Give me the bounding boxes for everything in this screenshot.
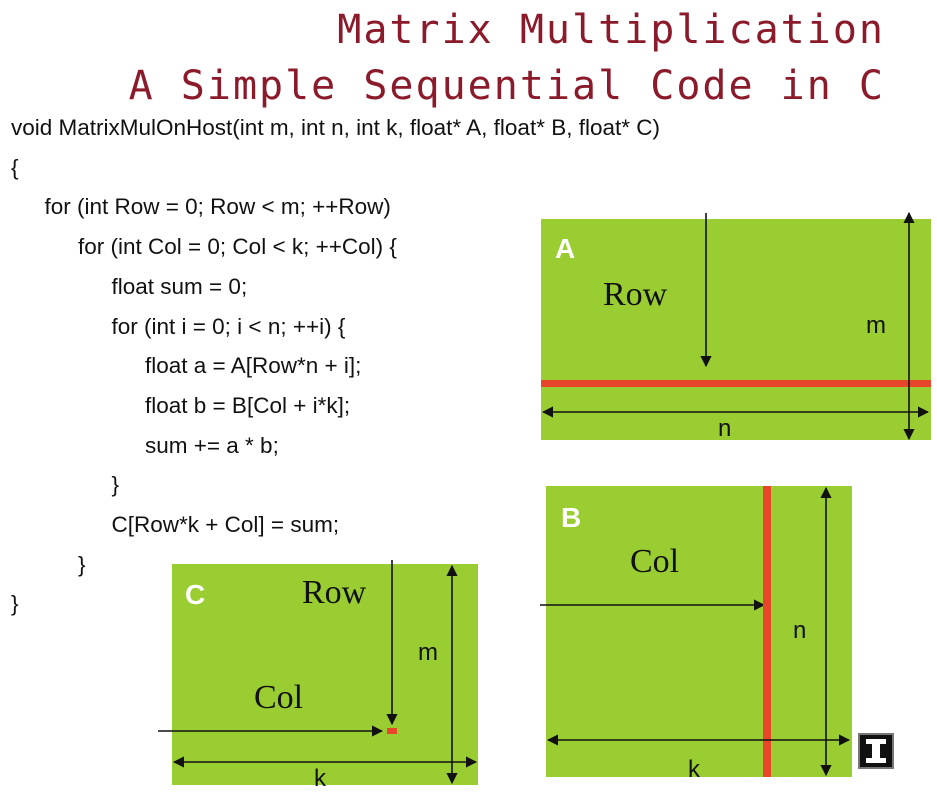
matrix-a-body (541, 219, 931, 440)
matrix-a-width-label: n (718, 415, 731, 442)
matrix-a-height-label: m (866, 312, 886, 339)
matrix-b-letter: B (561, 502, 581, 533)
matrix-b: B Col n k (540, 486, 852, 783)
matrix-c: C Row Col m k (158, 560, 478, 792)
matrix-c-col-label: Col (254, 679, 303, 716)
code-line: float a = A[Row*n + i]; (145, 353, 362, 379)
code-line: void MatrixMulOnHost(int m, int n, int k… (11, 115, 660, 140)
matrix-b-height-label: n (793, 617, 806, 644)
matrix-c-body (172, 564, 478, 785)
matrix-a-highlight-row (541, 380, 931, 387)
slide-title: Matrix Multiplication (337, 7, 885, 53)
matrix-c-height-label: m (418, 639, 438, 666)
matrix-b-body (546, 486, 852, 777)
code-line: for (int i = 0; i < n; ++i) { (111, 313, 346, 339)
matrix-b-width-label: k (688, 756, 701, 783)
code-line: float sum = 0; (111, 273, 248, 299)
matrix-a-letter: A (555, 233, 575, 264)
code-line: sum += a * b; (145, 432, 279, 458)
code-line: } (11, 591, 19, 617)
matrix-a: A Row m n (541, 211, 931, 442)
matrix-c-letter: C (185, 579, 205, 610)
matrix-c-width-label: k (314, 765, 327, 792)
code-line: for (int Col = 0; Col < k; ++Col) { (78, 234, 397, 260)
text-cursor-icon (858, 733, 894, 769)
code-line: { (11, 154, 19, 180)
matrix-c-highlight-cell (387, 728, 397, 734)
code-line: } (78, 551, 86, 577)
code-line: float b = B[Col + i*k]; (145, 392, 351, 418)
matrix-a-row-label: Row (603, 276, 668, 313)
code-line: C[Row*k + Col] = sum; (111, 512, 340, 537)
code-line: for (int Row = 0; Row < m; ++Row) (44, 194, 391, 220)
slide-subtitle: A Simple Sequential Code in C (128, 63, 885, 109)
matrix-c-row-label: Row (302, 574, 367, 611)
matrix-b-col-label: Col (630, 543, 679, 580)
code-line: } (111, 472, 120, 498)
matrix-b-highlight-col (763, 486, 771, 777)
